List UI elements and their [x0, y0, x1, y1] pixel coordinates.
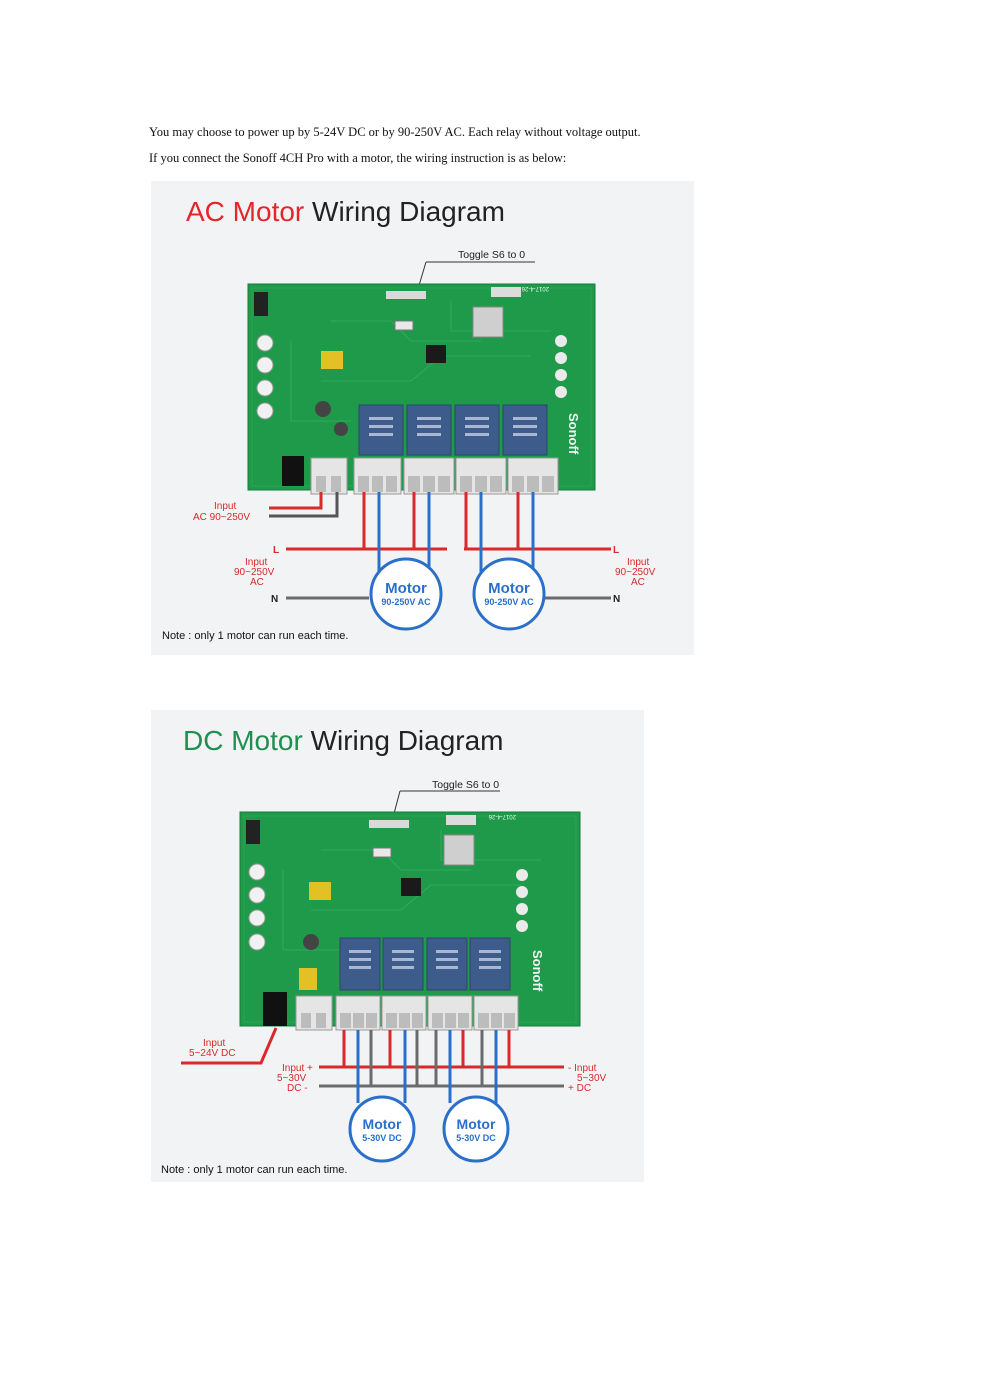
ac-motor-wiring-diagram: AC Motor Wiring Diagram Toggle S6 to 0	[151, 181, 694, 655]
dc-relays	[339, 937, 511, 991]
dc-motor-wires	[319, 1030, 564, 1103]
ac-right-input-1: Input	[627, 557, 649, 568]
dc-motor-1-name: Motor	[363, 1116, 402, 1132]
ac-power-input-wires	[269, 492, 339, 518]
ac-motor-1: Motor 90-250V AC	[369, 557, 443, 631]
ac-toggle-label: Toggle S6 to 0	[458, 249, 525, 261]
dc-left-input-3: DC -	[287, 1083, 308, 1094]
ac-input-label-2: AC 90~250V	[193, 512, 250, 523]
dc-dc-jack	[263, 992, 287, 1026]
dc-motor-2-rating: 5-30V DC	[456, 1133, 496, 1143]
ac-left-input-2: 90~250V	[234, 567, 275, 578]
dc-left-terminal-posts	[248, 863, 266, 951]
intro-paragraph-power: You may choose to power up by 5-24V DC o…	[149, 125, 641, 139]
ac-note: Note : only 1 motor can run each time.	[162, 630, 348, 642]
dc-power-input-wire	[181, 1027, 278, 1065]
ac-motor-1-rating: 90-250V AC	[381, 597, 431, 607]
dc-motor-1-rating: 5-30V DC	[362, 1133, 402, 1143]
dc-left-input-2: 5~30V	[277, 1073, 307, 1084]
dc-left-input-1: Input +	[282, 1063, 313, 1074]
dc-title-rest: Wiring Diagram	[303, 725, 504, 756]
ac-left-input-3: AC	[250, 577, 264, 588]
ac-motor-1-name: Motor	[385, 580, 427, 597]
ac-title-accent: AC Motor	[186, 196, 304, 227]
dc-motor-wiring-diagram: DC Motor Wiring Diagram Toggle S6 to 0 2…	[151, 710, 644, 1182]
svg-text:AC Motor Wiring Diagram: AC Motor Wiring Diagram	[186, 196, 505, 227]
dc-right-input-3: + DC	[568, 1083, 591, 1094]
ac-right-input-2: 90~250V	[615, 567, 656, 578]
ac-board-brand: Sonoff	[566, 413, 581, 455]
intro-paragraph-wiring: If you connect the Sonoff 4CH Pro with a…	[149, 151, 567, 165]
ac-dc-jack	[282, 456, 304, 486]
dc-toggle-label: Toggle S6 to 0	[432, 779, 499, 791]
svg-text:DC Motor Wiring Diagram: DC Motor Wiring Diagram	[183, 725, 504, 756]
dc-terminal-blocks	[295, 995, 519, 1031]
dc-input-label-2: 5~24V DC	[189, 1048, 235, 1059]
dc-title-accent: DC Motor	[183, 725, 303, 756]
ac-right-N-label: N	[613, 594, 620, 605]
ac-motor-2-rating: 90-250V AC	[484, 597, 534, 607]
ac-motor-2: Motor 90-250V AC	[472, 557, 546, 631]
ac-terminal-blocks	[310, 457, 559, 495]
ac-right-input-3: AC	[631, 577, 645, 588]
ac-left-L-label: L	[273, 545, 279, 556]
ac-left-terminal-posts	[256, 334, 274, 420]
dc-input-label-1: Input	[203, 1038, 225, 1049]
dc-board-date: 2017-4-26	[488, 813, 516, 819]
ac-pcb-board: 2017-4-26 Sonoff	[247, 283, 596, 495]
dc-motor-2-name: Motor	[457, 1116, 496, 1132]
ac-right-L-label: L	[613, 545, 619, 556]
dc-right-input-2: 5~30V	[577, 1073, 607, 1084]
dc-board-brand: Sonoff	[530, 950, 545, 992]
dc-right-input-1: - Input	[568, 1063, 597, 1074]
ac-relays	[358, 404, 548, 456]
ac-title-rest: Wiring Diagram	[304, 196, 505, 227]
ac-input-label-1: Input	[214, 501, 236, 512]
ac-board-date: 2017-4-26	[521, 285, 549, 291]
dc-note: Note : only 1 motor can run each time.	[161, 1164, 347, 1176]
ac-motor-2-name: Motor	[488, 580, 530, 597]
dc-motor-1: Motor 5-30V DC	[348, 1095, 416, 1163]
ac-motor-wires	[286, 492, 611, 600]
ac-left-input-1: Input	[245, 557, 267, 568]
dc-pcb-board: 2017-4-26 Sonoff	[239, 811, 581, 1031]
dc-motor-2: Motor 5-30V DC	[442, 1095, 510, 1163]
ac-left-N-label: N	[271, 594, 278, 605]
